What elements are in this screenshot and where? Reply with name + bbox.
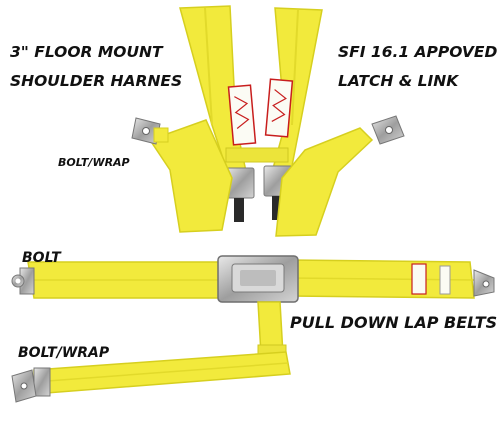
label-lap-belts: PULL DOWN LAP BELTS	[290, 313, 498, 332]
right-shoulder-strap	[264, 7, 323, 177]
lap-belt-left	[11, 261, 227, 299]
latch-and-link-buckle	[217, 255, 299, 303]
left-strap-label-tag	[227, 84, 257, 146]
headline-line-2: SHOULDER HARNES	[10, 72, 183, 90]
headline-line-1: 3" FLOOR MOUNT	[10, 43, 163, 61]
right-shoulder-belt-lower	[275, 127, 374, 237]
lap-belt-right	[289, 259, 495, 299]
sternum-strap	[225, 147, 289, 163]
right-strap-label-tag	[264, 78, 294, 138]
sub-belt	[11, 301, 291, 403]
certification-line-2: LATCH & LINK	[338, 72, 459, 90]
label-sub-belt-mount: BOLT/WRAP	[18, 345, 110, 361]
right-shoulder-mount-bracket	[371, 115, 405, 145]
left-shoulder-strap	[179, 5, 257, 181]
label-shoulder-mount: BOLT/WRAP	[58, 156, 130, 169]
left-shoulder-mount-bracket	[131, 117, 169, 145]
certification-line-1: SFI 16.1 APPOVED	[338, 43, 498, 61]
label-lap-left-mount: BOLT	[22, 250, 61, 266]
left-shoulder-belt-lower	[148, 119, 233, 233]
